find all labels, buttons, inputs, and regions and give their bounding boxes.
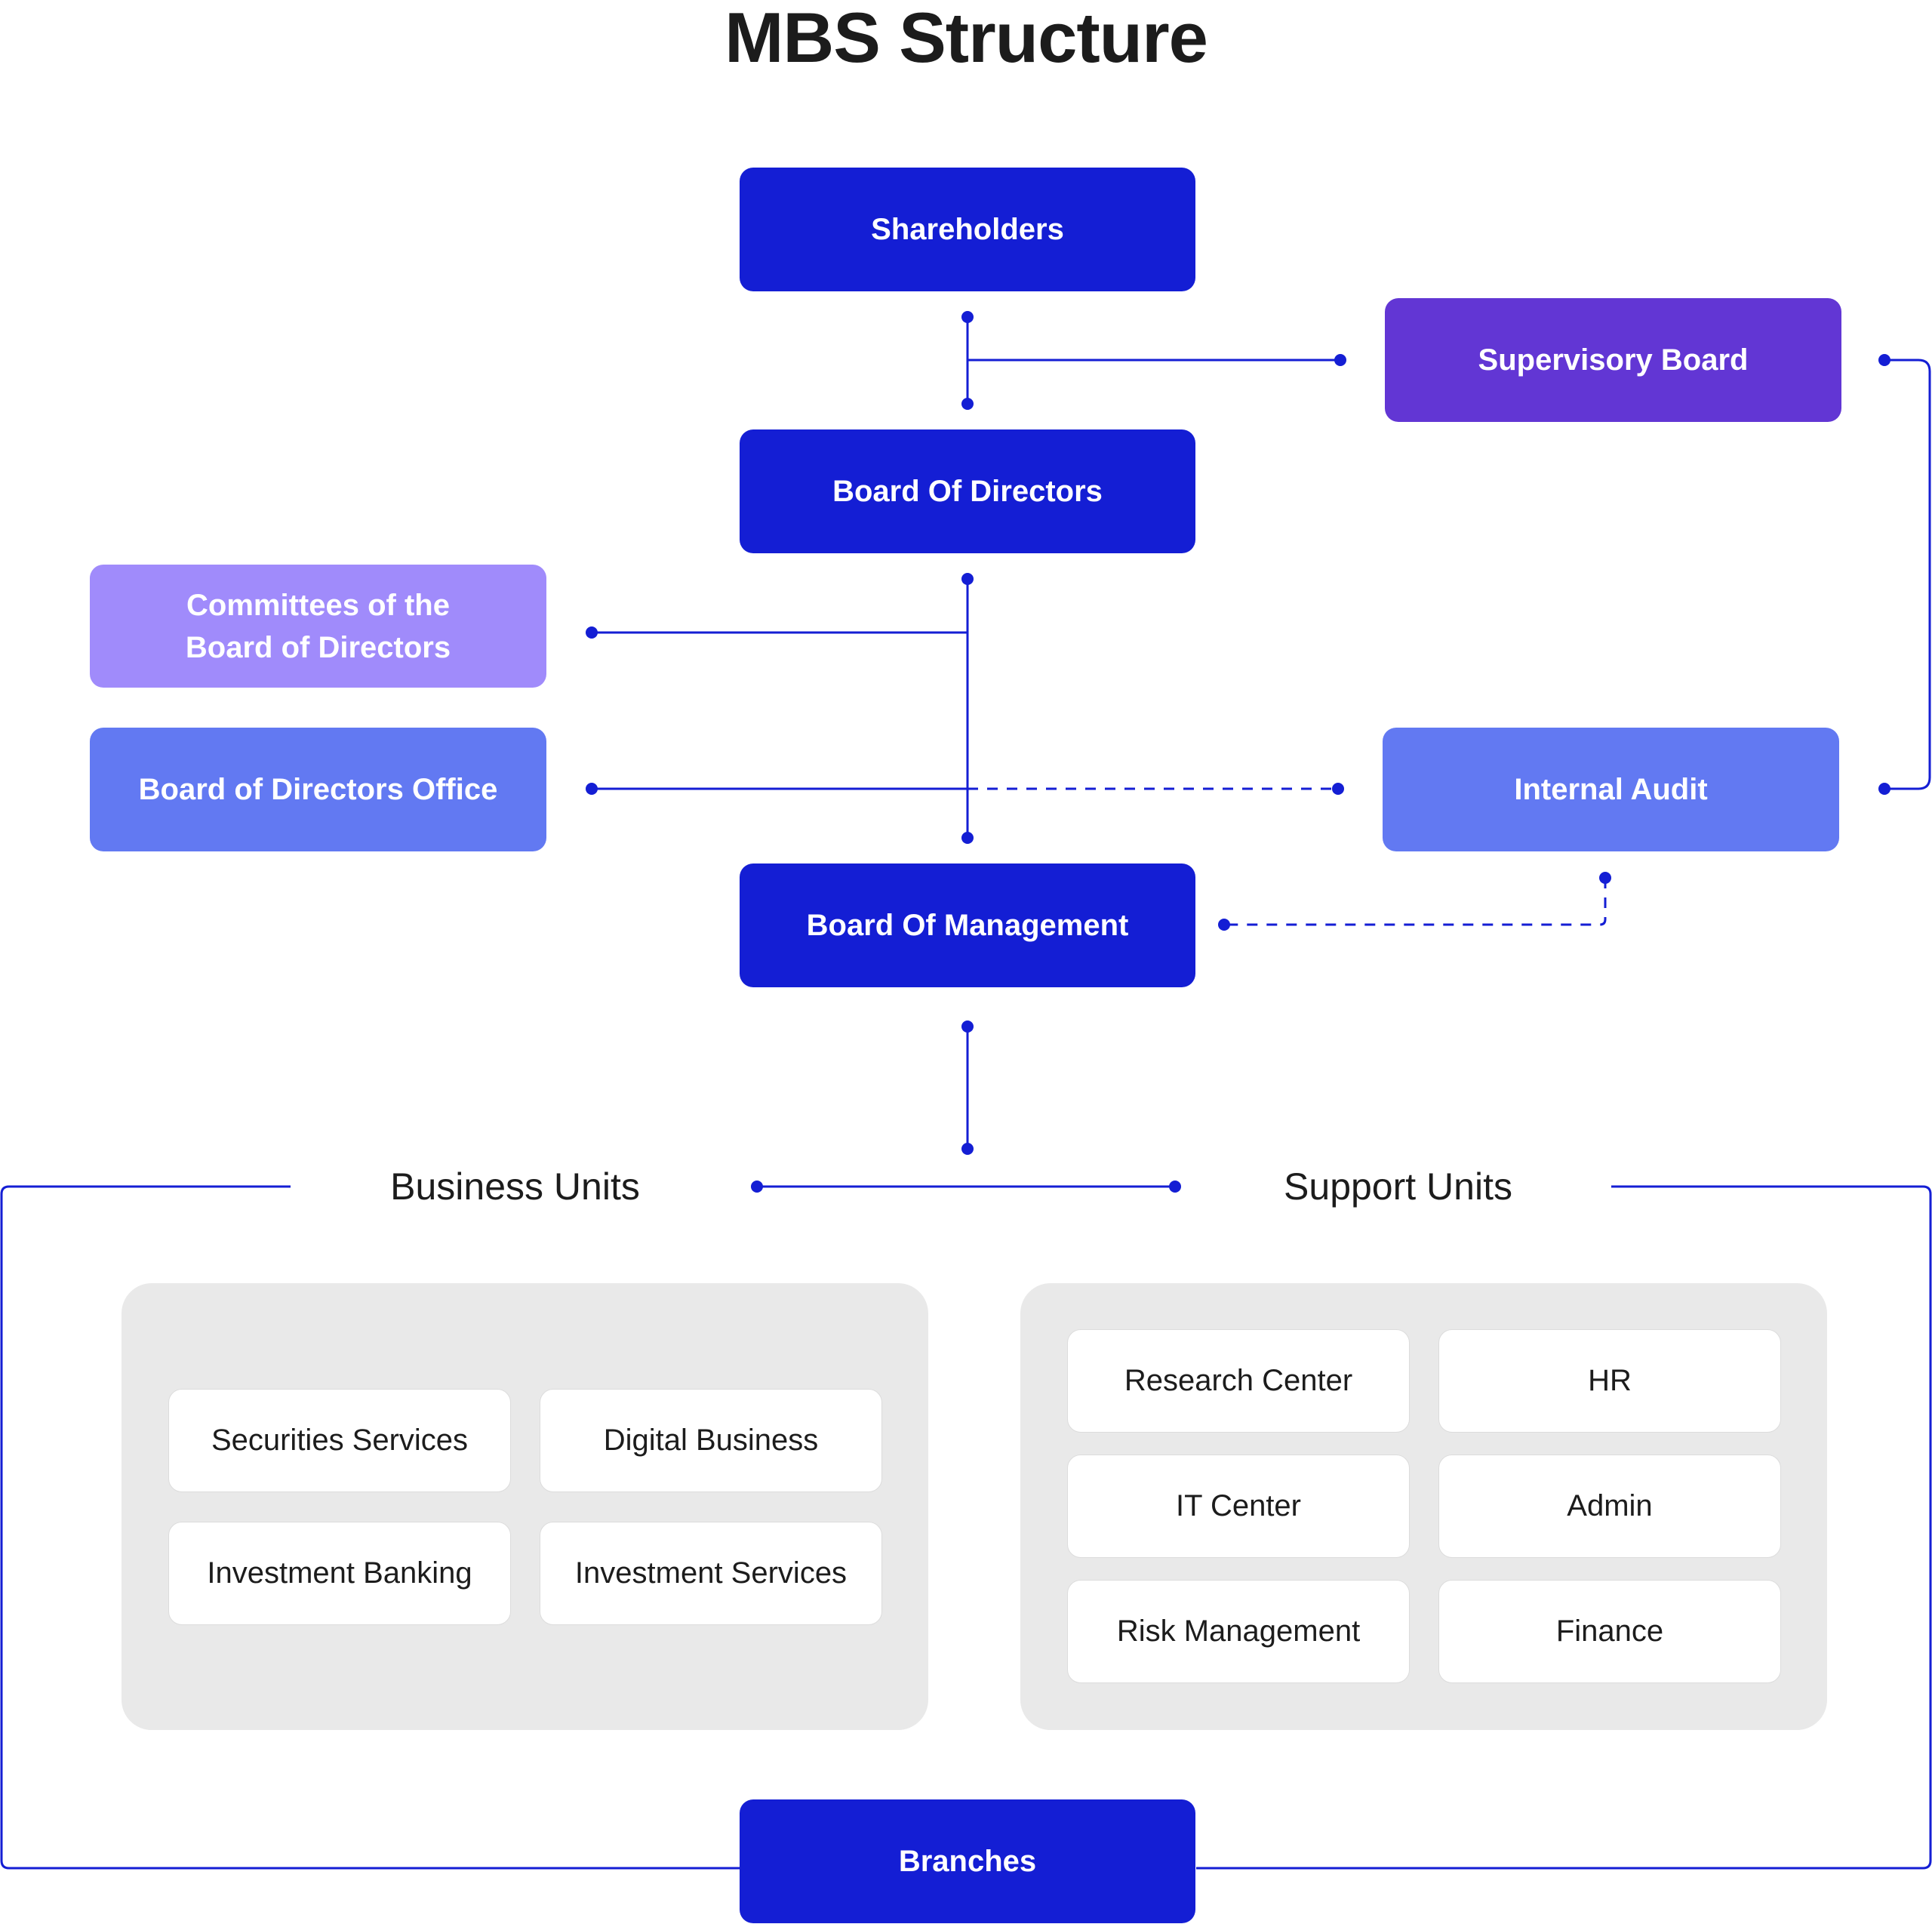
committees-label-line2: Board of Directors: [185, 630, 451, 664]
node-board-of-directors: Board Of Directors: [740, 429, 1195, 553]
node-board-of-management: Board Of Management: [740, 863, 1195, 987]
unit-research-center: Research Center: [1067, 1329, 1410, 1433]
page-title: MBS Structure: [724, 0, 1208, 77]
dot: [961, 311, 974, 323]
committees-label-line1: Committees of the: [186, 588, 450, 622]
node-internal-audit: Internal Audit: [1383, 728, 1839, 851]
unit-it-center: IT Center: [1067, 1455, 1410, 1558]
section-support-units: Support Units: [1284, 1165, 1512, 1208]
section-business-units: Business Units: [390, 1165, 640, 1208]
unit-risk-management: Risk Management: [1067, 1580, 1410, 1683]
unit-investment-services: Investment Services: [540, 1522, 882, 1625]
unit-finance: Finance: [1438, 1580, 1781, 1683]
unit-admin: Admin: [1438, 1455, 1781, 1558]
dot: [1169, 1181, 1181, 1193]
business-units-panel: [122, 1283, 928, 1730]
node-branches: Branches: [740, 1799, 1195, 1923]
dot: [961, 1143, 974, 1155]
dot: [961, 398, 974, 410]
connector-supervisory-internal-audit: [1884, 359, 1931, 790]
outer-frame-left: [0, 1185, 740, 1870]
dot: [751, 1181, 763, 1193]
unit-hr: HR: [1438, 1329, 1781, 1433]
dot: [1332, 783, 1344, 795]
unit-investment-banking: Investment Banking: [168, 1522, 511, 1625]
dot: [961, 1020, 974, 1033]
node-supervisory-board: Supervisory Board: [1385, 298, 1841, 422]
dot: [586, 783, 598, 795]
unit-digital-business: Digital Business: [540, 1389, 882, 1492]
unit-securities-services: Securities Services: [168, 1389, 511, 1492]
node-committees: Committees of the Board of Directors: [90, 565, 546, 688]
dot: [586, 626, 598, 639]
dot: [961, 573, 974, 585]
dot: [1878, 354, 1890, 366]
connector-internal-audit-bom: [1224, 878, 1607, 926]
node-shareholders: Shareholders: [740, 168, 1195, 291]
outer-frame-right: [1196, 1185, 1932, 1870]
dot: [1599, 872, 1611, 884]
dot: [1334, 354, 1346, 366]
node-bod-office: Board of Directors Office: [90, 728, 546, 851]
dot: [961, 832, 974, 844]
dot: [1878, 783, 1890, 795]
dot: [1218, 919, 1230, 931]
